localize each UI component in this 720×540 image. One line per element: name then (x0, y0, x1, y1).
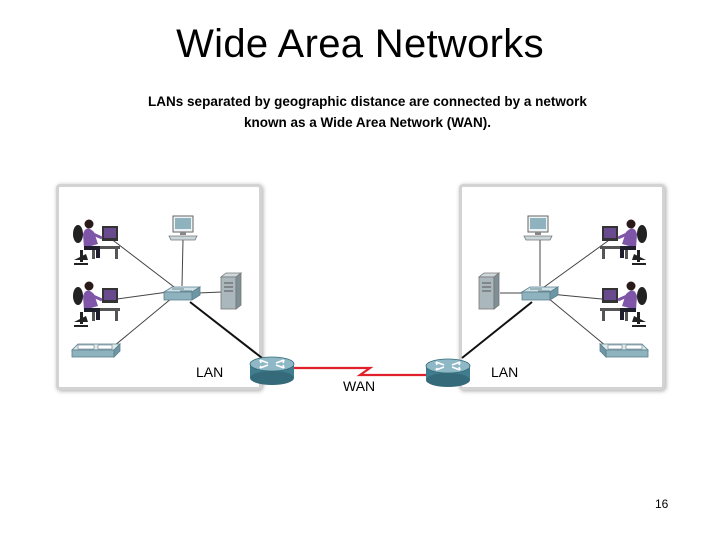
right-lan-uplink (461, 301, 533, 359)
right-lan-label: LAN (491, 364, 519, 380)
server-icon (478, 272, 500, 310)
switch-icon (521, 286, 559, 301)
caption-line-1: LANs separated by geographic distance ar… (148, 94, 587, 109)
workstation-icon (71, 218, 122, 266)
page-number: 16 (655, 497, 669, 511)
wan-label: WAN (343, 378, 376, 394)
pc-icon (523, 215, 553, 241)
workstation-icon (598, 280, 649, 328)
left-lan-uplink (189, 301, 263, 359)
ip-phone-icon (71, 343, 121, 358)
switch-icon (163, 286, 201, 301)
server-icon (220, 272, 242, 310)
right-router-icon (425, 358, 471, 388)
wan-link (290, 366, 432, 377)
workstation-icon (71, 280, 122, 328)
left-lan-links (109, 237, 223, 347)
left-lan-label: LAN (196, 364, 224, 380)
slide-title: Wide Area Networks (176, 22, 544, 66)
left-router-icon (249, 356, 295, 386)
ip-phone-icon (599, 343, 649, 358)
pc-icon (168, 215, 198, 241)
caption-line-2: known as a Wide Area Network (WAN). (244, 115, 491, 130)
